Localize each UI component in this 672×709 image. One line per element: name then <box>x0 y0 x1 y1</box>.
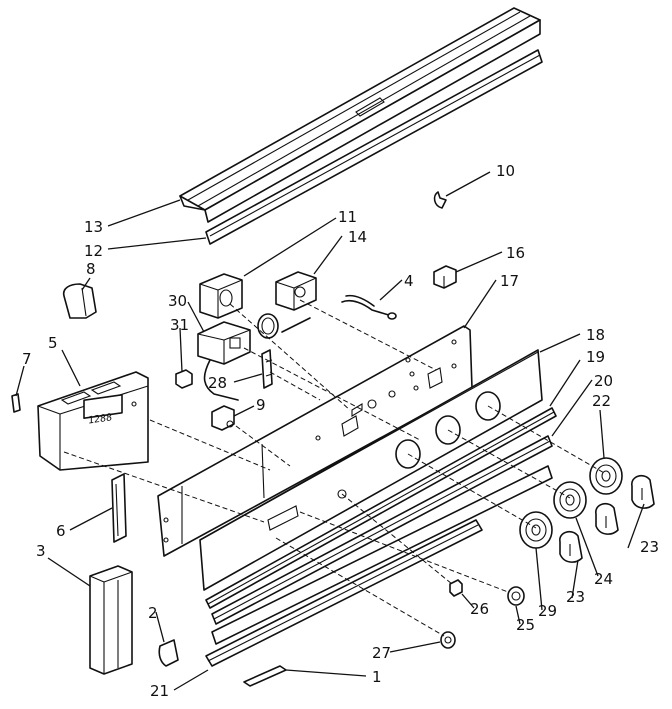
callout-29: 29 <box>538 602 557 620</box>
callout-28: 28 <box>208 374 227 392</box>
part-1-plate <box>243 665 287 687</box>
callout-23-b: 23 <box>566 588 585 606</box>
callout-10: 10 <box>496 162 515 180</box>
callout-4: 4 <box>404 272 414 290</box>
callout-18: 18 <box>586 326 605 344</box>
part-30-timer-block <box>197 321 251 401</box>
clock-display-text: 1288 <box>88 412 112 426</box>
part-21-bottom-rail <box>205 519 483 667</box>
callout-17: 17 <box>500 272 519 290</box>
callout-25: 25 <box>516 616 535 634</box>
part-3-housing <box>89 565 133 675</box>
part-25-knob-small <box>507 586 525 606</box>
part-2-clip <box>158 639 179 667</box>
callout-13: 13 <box>84 218 103 236</box>
callout-27: 27 <box>372 644 391 662</box>
part-23-knob-a <box>631 474 655 509</box>
part-27-knob-small <box>440 631 456 649</box>
part-31-plug <box>175 369 193 389</box>
callout-2: 2 <box>148 604 158 622</box>
part-24-dial <box>553 481 587 519</box>
callout-1: 1 <box>372 668 382 686</box>
callout-3: 3 <box>36 542 46 560</box>
callout-19: 19 <box>586 348 605 366</box>
callout-8: 8 <box>86 260 96 278</box>
part-11-switch-block <box>199 273 243 319</box>
part-12-trim-strip <box>205 49 543 245</box>
callout-20: 20 <box>594 372 613 390</box>
part-20-channel <box>211 435 553 625</box>
part-13-top-trim <box>179 7 541 223</box>
lower-channel-2 <box>211 465 553 645</box>
callout-6: 6 <box>56 522 66 540</box>
part-14-switch <box>275 271 317 311</box>
callout-7: 7 <box>22 350 32 368</box>
callout-11: 11 <box>338 208 357 226</box>
leader-lines <box>15 171 645 691</box>
callout-labels: 13 12 10 11 14 16 8 4 17 30 31 18 7 5 28… <box>22 162 659 700</box>
callout-22: 22 <box>592 392 611 410</box>
part-5-clock-module: 1288 <box>37 371 149 471</box>
callout-26: 26 <box>470 600 489 618</box>
part-8-end-cap <box>62 283 97 319</box>
callout-9: 9 <box>256 396 266 414</box>
callout-12: 12 <box>84 242 103 260</box>
callout-23-a: 23 <box>640 538 659 556</box>
part-23-knob-b <box>595 502 619 535</box>
callout-5: 5 <box>48 334 58 352</box>
part-29-dial <box>519 511 553 549</box>
part-18-rear-panel <box>199 349 543 591</box>
callout-14: 14 <box>348 228 367 246</box>
part-26-nut <box>449 579 463 597</box>
part-4-wire <box>341 294 397 320</box>
part-6-bracket <box>111 473 127 543</box>
part-23-knob-c <box>559 530 583 563</box>
part-28-bracket <box>261 349 273 389</box>
part-16-connector <box>433 265 457 289</box>
part-9-small-switch <box>211 405 235 431</box>
alignment-lines <box>63 299 607 637</box>
callout-21: 21 <box>150 682 169 700</box>
part-19-channel <box>205 407 557 609</box>
callout-24: 24 <box>594 570 613 588</box>
part-10-clip <box>433 191 447 209</box>
part-22-dial <box>589 457 623 495</box>
part-17-control-panel <box>157 325 473 557</box>
part-7-clip <box>11 393 21 413</box>
retaining-ring <box>257 313 311 339</box>
callout-31: 31 <box>170 316 189 334</box>
callout-16: 16 <box>506 244 525 262</box>
callout-30: 30 <box>168 292 187 310</box>
